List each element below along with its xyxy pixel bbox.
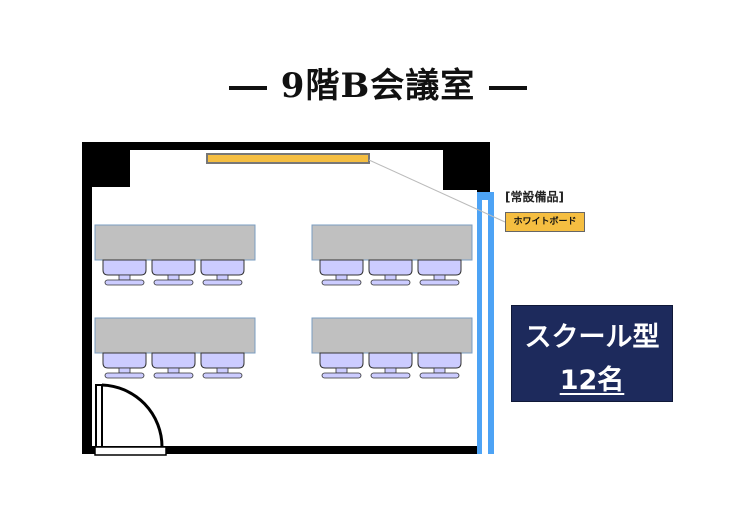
chair-seat	[151, 352, 196, 369]
room-floor	[92, 150, 477, 446]
door-threshold	[94, 446, 167, 456]
whiteboard-leader-line	[368, 159, 506, 223]
pillar-top-left	[82, 142, 130, 187]
chair-stem	[335, 367, 348, 374]
chair-base	[104, 372, 145, 379]
door-panel	[95, 384, 103, 448]
window-glass	[482, 200, 488, 454]
chair-base	[202, 279, 243, 286]
chair-stem	[216, 367, 229, 374]
desk	[94, 224, 256, 261]
equipment-heading: [常設備品]	[505, 190, 564, 204]
chair-stem	[384, 274, 397, 281]
chair-stem	[167, 367, 180, 374]
chair-seat	[200, 352, 245, 369]
desk-groups	[94, 224, 473, 379]
whiteboard	[206, 153, 370, 164]
chair-stem	[335, 274, 348, 281]
chair-seat	[368, 259, 413, 276]
title-dash-right	[489, 86, 528, 90]
chair-base	[202, 372, 243, 379]
chair-seat	[319, 259, 364, 276]
chair-stem	[118, 367, 131, 374]
layout-info-box: スクール型 12名	[511, 305, 673, 402]
equipment-whiteboard-label: ホワイトボード	[505, 212, 585, 232]
page-title: 9階B会議室	[0, 58, 756, 107]
desk	[94, 317, 256, 354]
chair-seat	[319, 352, 364, 369]
chair-stem	[167, 274, 180, 281]
chair-seat	[102, 352, 147, 369]
chair-seat	[417, 259, 462, 276]
chair-stem	[433, 367, 446, 374]
layout-style: スクール型	[524, 322, 660, 353]
pillar-top-right	[443, 142, 490, 190]
title-dash-left	[228, 86, 267, 90]
chair-base	[419, 279, 460, 286]
desk	[311, 317, 473, 354]
desk	[311, 224, 473, 261]
chair-seat	[200, 259, 245, 276]
chair-base	[321, 372, 362, 379]
door-swing-arc	[101, 383, 164, 448]
chair-stem	[216, 274, 229, 281]
chair-base	[153, 372, 194, 379]
chair-seat	[102, 259, 147, 276]
chair-seat	[368, 352, 413, 369]
chair-seat	[417, 352, 462, 369]
chair-base	[419, 372, 460, 379]
chair-base	[153, 279, 194, 286]
chair-stem	[118, 274, 131, 281]
chair-seat	[151, 259, 196, 276]
chair-base	[321, 279, 362, 286]
chair-stem	[384, 367, 397, 374]
chair-base	[370, 279, 411, 286]
capacity: 12名	[559, 365, 625, 396]
room-name: 9階B会議室	[280, 66, 476, 106]
chair-base	[370, 372, 411, 379]
chair-stem	[433, 274, 446, 281]
chair-base	[104, 279, 145, 286]
